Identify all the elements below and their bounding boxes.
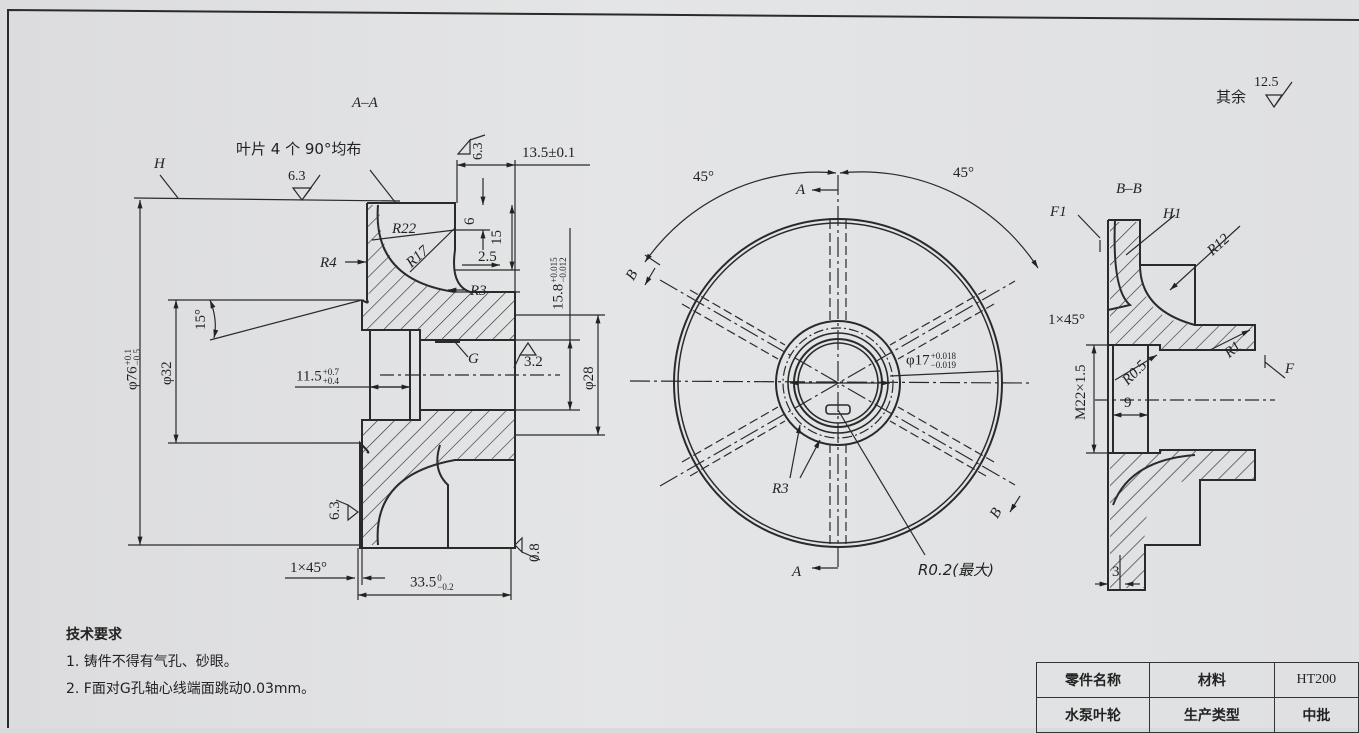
dim-phi28: φ28 <box>581 366 597 390</box>
dim-phi17: φ17+0.018−0.019 <box>906 351 956 370</box>
dim-6: 6 <box>462 217 478 226</box>
roughness-left-bottom: 6.3 <box>327 501 343 520</box>
datum-h: H <box>154 156 165 172</box>
angle-45-right: 45° <box>953 165 974 181</box>
section-a-top: A <box>796 182 806 198</box>
dim-phi32: φ32 <box>159 361 175 385</box>
label-h1: H1 <box>1163 206 1182 222</box>
title-block-row: 水泵叶轮 生产类型 中批 <box>1035 697 1359 733</box>
dim-r3: R3 <box>470 283 487 299</box>
label-f: F <box>1285 361 1295 377</box>
tech-req-item-2: 2. F面对G孔轴心线端面跳动0.03mm。 <box>66 681 316 697</box>
dim-phi76: φ76+0.1−0.5 <box>123 349 142 390</box>
roughness-other-label: 其余 <box>1216 88 1247 106</box>
dim-15: 15 <box>489 230 505 245</box>
material-label: 材料 <box>1149 662 1275 698</box>
roughness-face: 0.8 <box>527 543 543 562</box>
dim-13-5: 13.5±0.1 <box>522 145 576 161</box>
material-value: HT200 <box>1273 662 1359 698</box>
dim-11-5: 11.5+0.7+0.4 <box>296 367 340 386</box>
angle-15: 15° <box>193 309 209 330</box>
roughness-right-top: 6.3 <box>471 142 486 161</box>
tech-req-item-1: 1. 铸件不得有气孔、砂眼。 <box>66 654 238 670</box>
dim-chamfer-bb: 1×45° <box>1048 312 1085 328</box>
roughness-top: 6.3 <box>288 169 306 184</box>
production-type-label: 生产类型 <box>1149 697 1275 733</box>
blade-note: 叶片 4 个 90°均布 <box>236 140 362 158</box>
part-name-value: 水泵叶轮 <box>1035 697 1151 733</box>
technical-requirements: 技术要求 1. 铸件不得有气孔、砂眼。 2. F面对G孔轴心线端面跳动0.03m… <box>66 622 315 703</box>
dim-thread: M22×1.5 <box>1073 364 1089 420</box>
roughness-bore: 3.2 <box>524 354 543 370</box>
angle-45-left: 45° <box>693 169 714 185</box>
section-a-bottom: A <box>792 564 802 580</box>
production-type-value: 中批 <box>1273 697 1359 733</box>
section-bb-title: B–B <box>1116 181 1142 197</box>
dim-2-5: 2.5 <box>478 249 497 265</box>
dim-r3-front: R3 <box>772 481 789 497</box>
roughness-other-value: 12.5 <box>1254 75 1279 90</box>
label-f1: F1 <box>1050 204 1067 220</box>
section-aa-title: A–A <box>352 95 378 111</box>
dim-15-8: 15.8+0.015−0.012 <box>549 257 568 310</box>
tech-req-title: 技术要求 <box>66 627 122 643</box>
dim-chamfer-aa: 1×45° <box>290 560 327 576</box>
part-name-label: 零件名称 <box>1035 662 1151 698</box>
dim-r22: R22 <box>392 221 417 237</box>
label-g: G <box>468 351 479 367</box>
dim-9: 9 <box>1124 395 1132 411</box>
dim-3: 3 <box>1112 564 1120 580</box>
dim-r4: R4 <box>320 255 337 271</box>
title-block-row: 零件名称 材料 HT200 <box>1035 662 1359 698</box>
dim-r0-2: R0.2(最大) <box>918 561 994 579</box>
title-block: 零件名称 材料 HT200 水泵叶轮 生产类型 中批 <box>1035 662 1359 733</box>
